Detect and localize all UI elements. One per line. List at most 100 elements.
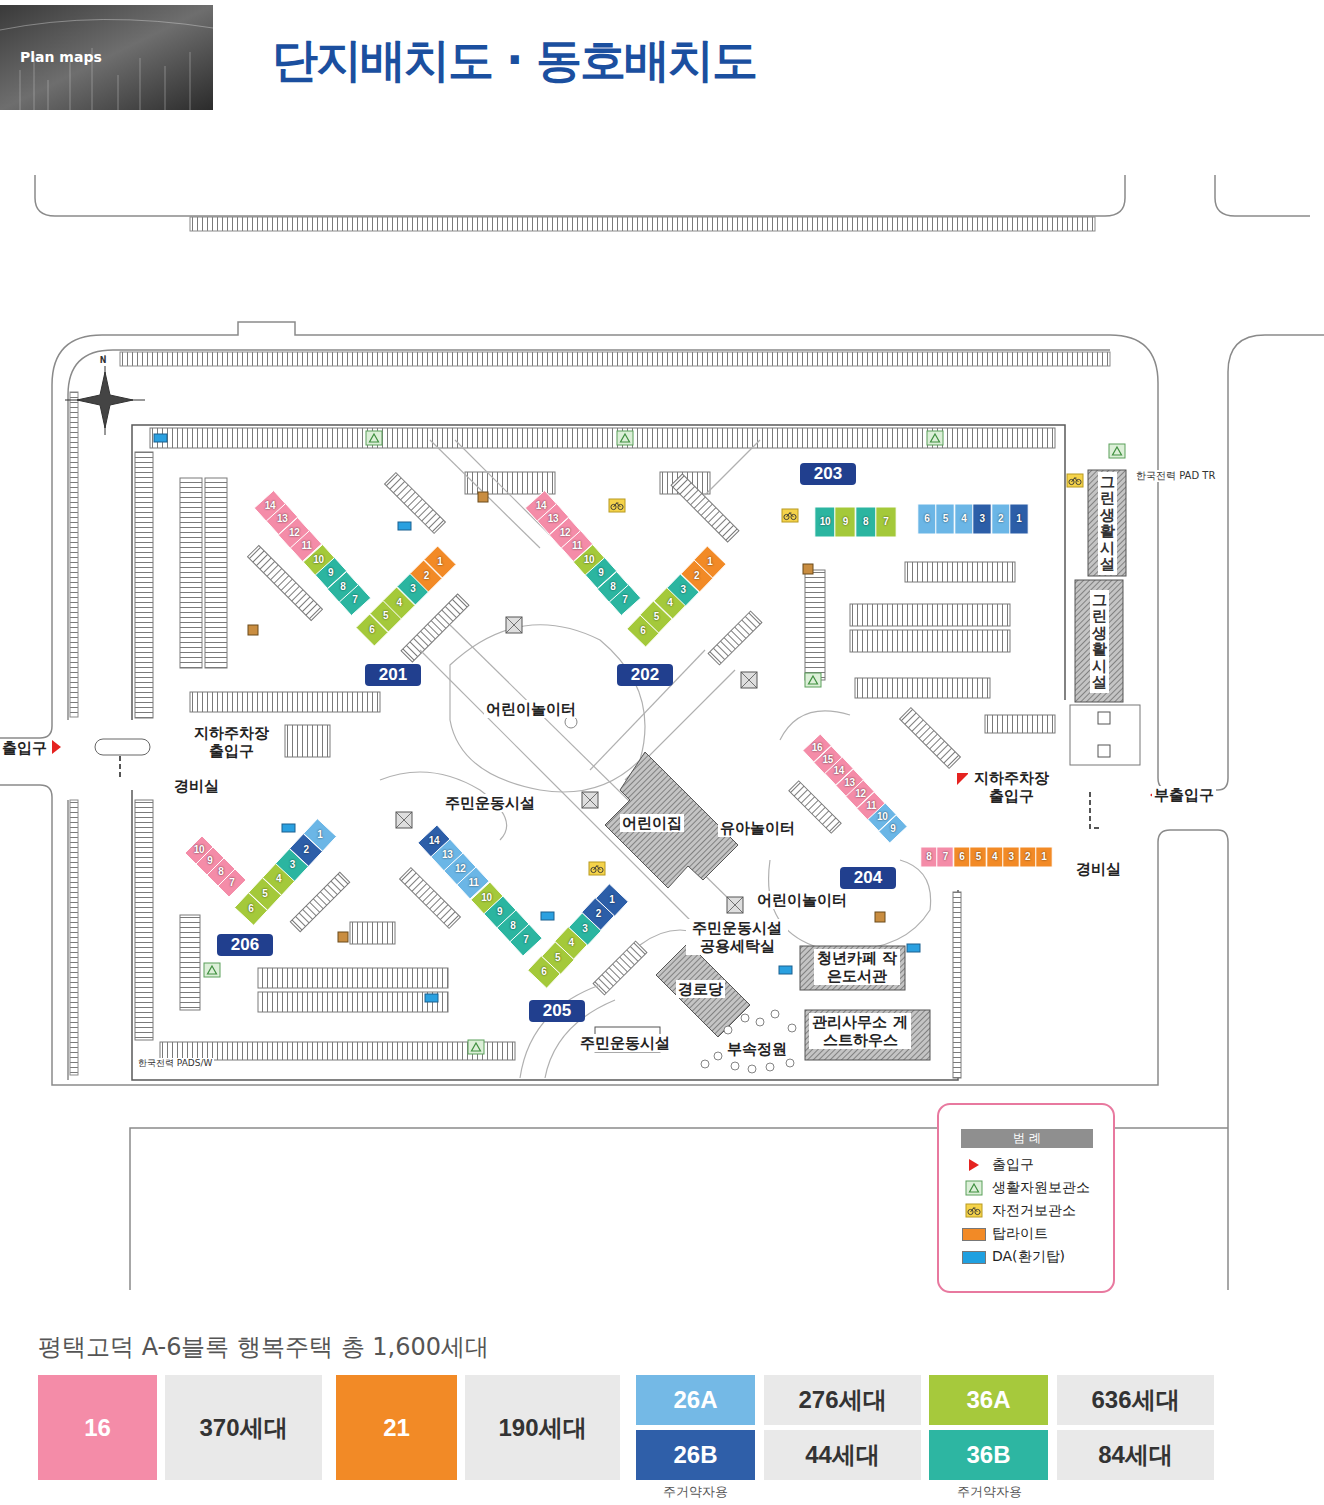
parking-area (150, 428, 1055, 448)
roof-light (506, 617, 522, 633)
legend-swatch (962, 1228, 986, 1241)
node-text: 11 (866, 801, 876, 811)
node-text: 15 (823, 755, 834, 765)
node-text: 16 (812, 743, 823, 753)
legend-symbol (969, 1159, 979, 1171)
type-cell: 21 (336, 1375, 457, 1480)
unit-cell: 10 (190, 841, 208, 859)
unit-shape (1019, 847, 1035, 867)
unit-shape (218, 869, 246, 897)
parking-area (985, 715, 1055, 733)
parking-area (805, 570, 825, 680)
parking-area (135, 452, 153, 718)
legend-text: DA(환기탑) (992, 1248, 1065, 1266)
vent-tower (907, 944, 920, 952)
node-text: 10 (194, 845, 205, 855)
unit-cell: 4 (955, 510, 973, 528)
type-cell: 26A (636, 1375, 755, 1425)
unit-shape (339, 585, 370, 616)
caption: 평택고덕 A-6블록 행복주택 총 1,600세대 (38, 1331, 489, 1363)
unit-shape (937, 847, 953, 867)
unit-shape (815, 507, 835, 537)
tree (714, 1052, 722, 1060)
unit-cell: 3 (674, 581, 692, 599)
legend-text: 자전거보관소 (992, 1202, 1076, 1220)
parking-area (190, 692, 380, 712)
map-label: 어린이집 (620, 814, 684, 832)
node-text: 21 (383, 1414, 410, 1442)
node-text: 10 (584, 555, 595, 565)
map-label: 범 례 (1013, 1131, 1041, 1145)
unit-shape (973, 504, 991, 534)
page-title: 단지배치도 · 동호배치도 (272, 30, 756, 92)
walkway (780, 711, 850, 740)
unit-cell: 10 (310, 551, 328, 569)
legend-text: 출입구 (992, 1156, 1034, 1174)
node-text: 36B (966, 1441, 1010, 1469)
map-label: 주민운동시설 (443, 794, 537, 812)
unit-cell: 8 (504, 917, 522, 935)
map-label: 어린이놀이터 (484, 700, 578, 718)
unit-cell: 9 (491, 903, 509, 921)
unit-shape (596, 884, 629, 916)
recycle-station (468, 1040, 484, 1054)
node-text: 370세대 (199, 1412, 287, 1444)
roof-light (727, 897, 743, 913)
walkway (455, 440, 560, 545)
tree (756, 1018, 764, 1026)
road-outline (0, 175, 1324, 1290)
unit-cell: 3 (1002, 848, 1020, 866)
site-boundary (132, 790, 958, 1080)
type-cell: 36A (929, 1375, 1048, 1425)
map-label: 주거약자용 (957, 1484, 1022, 1500)
unit-shape (1003, 847, 1019, 867)
unit-cell: 8 (212, 863, 230, 881)
node-text: 3 (980, 514, 985, 524)
node-text: 26A (673, 1386, 717, 1414)
unit-cell: 8 (334, 578, 352, 596)
parking-area (180, 478, 202, 668)
node-text: 12 (855, 789, 866, 799)
node-text: 10 (820, 517, 831, 527)
facility-building (1088, 470, 1126, 576)
unit-cell: 14 (261, 497, 279, 515)
node-text: 201 (379, 665, 407, 684)
parking-area (400, 868, 461, 929)
parking-area (385, 473, 446, 534)
unit-cell: 4 (661, 594, 679, 612)
map-label: 관리사무소 게스트하우스 (809, 1013, 911, 1049)
unit-cell: 14 (425, 832, 443, 850)
roof-light (396, 617, 757, 913)
node-text: 14 (833, 766, 844, 776)
node-text: 14 (536, 501, 547, 511)
node-text: 5 (654, 612, 659, 622)
tree (701, 1060, 709, 1068)
unit-shape (955, 504, 973, 534)
unit-cell: 12 (285, 524, 303, 542)
legend-row: 탑라이트 (962, 1224, 1048, 1244)
facility-building (1070, 705, 1140, 765)
parking-area (135, 800, 153, 1040)
node-text: 3 (290, 860, 295, 870)
unit-shape (609, 585, 640, 616)
unit-shape (954, 847, 970, 867)
bike-station (589, 474, 1083, 875)
node-text: 203 (814, 464, 842, 483)
parking-area (248, 546, 323, 621)
legend-row: 자전거보관소 (962, 1201, 1076, 1221)
node-text: 7 (229, 878, 234, 888)
legend-row: 출입구 (962, 1155, 1034, 1175)
road-outline (35, 175, 1125, 216)
node-text: 9 (497, 907, 502, 917)
unit-cell: 1 (1010, 510, 1028, 528)
unit-shape (1036, 847, 1052, 867)
unit-cell: 10 (478, 889, 496, 907)
parking-area (855, 678, 990, 698)
tree (788, 1024, 796, 1032)
parking-area (180, 915, 200, 1010)
unit-cell: 2 (297, 841, 315, 859)
recycle-station (617, 431, 633, 445)
walkway (590, 650, 705, 770)
compass (65, 355, 145, 435)
node-text: 7 (943, 852, 948, 862)
